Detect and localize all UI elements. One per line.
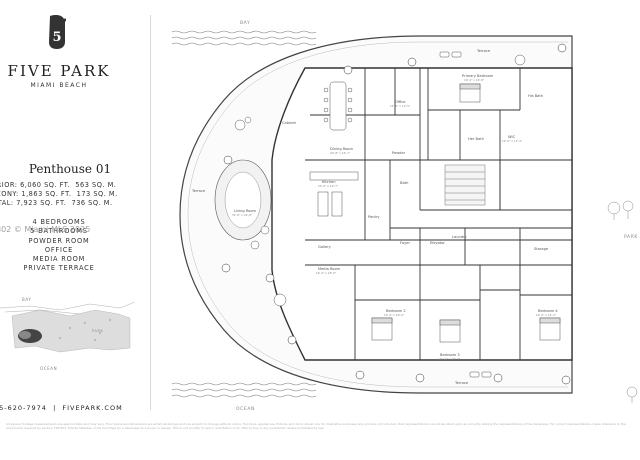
area-interior: ERIOR: 6,060 SQ. FT. 563 SQ. M. bbox=[0, 181, 117, 189]
bay-label: BAY bbox=[240, 20, 250, 26]
feature-powder-room: POWDER ROOM bbox=[28, 237, 90, 245]
living-room-dims: 31'-0" x 22'-8" bbox=[232, 213, 253, 217]
ocean-waves bbox=[171, 382, 317, 398]
site-key-map: BAY PARK OCEAN bbox=[0, 297, 136, 371]
office-dims: 14'-0" x 13'-5" bbox=[390, 104, 411, 108]
elevator-label: Elevator bbox=[430, 241, 445, 245]
dining-room-label: Dining Room bbox=[330, 147, 353, 151]
pantry-label: Pantry bbox=[368, 215, 380, 219]
contact-info: 05-620-7974 | FIVEPARK.COM bbox=[0, 404, 123, 412]
phone-number: 05-620-7974 bbox=[0, 404, 47, 412]
primary-bedroom-label: Primary Bedroom bbox=[462, 74, 494, 78]
area-total: OTAL: 7,923 SQ. FT. 736 SQ. M. bbox=[0, 199, 113, 207]
kitchen-dims: 23'-0" x 16'-7" bbox=[318, 184, 339, 188]
feature-private-terrace: PRIVATE TERRACE bbox=[23, 264, 95, 272]
park-label: PARK bbox=[624, 234, 638, 240]
media-room-dims: 16'-4" x 18'-0" bbox=[316, 271, 337, 275]
room-partitions bbox=[305, 68, 572, 360]
unit-info-panel: 5 FIVE PARK MIAMI BEACH Penthouse 01 ERI… bbox=[0, 0, 150, 460]
living-room-label: Living Room bbox=[234, 209, 257, 213]
map-park-label: PARK bbox=[92, 329, 104, 333]
park-trees bbox=[607, 200, 638, 403]
office-label: Office bbox=[395, 100, 406, 104]
bay-waves bbox=[171, 30, 317, 46]
laundry-label: Laundry bbox=[452, 235, 468, 239]
foyer-label: Foyer bbox=[400, 241, 410, 245]
legal-disclaimer: All square footage measurements are appr… bbox=[6, 422, 626, 430]
stairs bbox=[444, 164, 486, 206]
primary-bedroom-dims: 19'-2" x 16'-8" bbox=[464, 78, 485, 82]
dining-table bbox=[323, 81, 353, 131]
terrace-top-label: Terrace bbox=[476, 49, 491, 53]
powder-label: Powder bbox=[392, 151, 406, 155]
feature-bathrooms: 5 BATHROOMS bbox=[30, 227, 88, 235]
svg-text:5: 5 bbox=[52, 30, 61, 45]
website: FIVEPARK.COM bbox=[62, 404, 123, 412]
bedroom-4-dims: 14'-0" x 15'-3" bbox=[536, 313, 557, 317]
kitchen-label: Kitchen bbox=[322, 180, 336, 184]
map-bay-label: BAY bbox=[22, 297, 31, 302]
bath-label: Bath bbox=[400, 181, 408, 185]
feature-media-room: MEDIA ROOM bbox=[32, 255, 86, 263]
brand-location: MIAMI BEACH bbox=[30, 82, 88, 89]
area-balcony: LCONY: 1,863 SQ. FT. 173 SQ. M. bbox=[0, 190, 118, 198]
wic-dims: 14'-0" x 13'-4" bbox=[502, 139, 523, 143]
bedroom-3-label: Bedroom 3 bbox=[440, 353, 460, 357]
bedroom-4-label: Bedroom 4 bbox=[538, 309, 558, 313]
dining-room-dims: 20'-8" x 16'-7" bbox=[330, 151, 351, 155]
map-ocean-label: OCEAN bbox=[40, 366, 57, 371]
feature-bedrooms: 4 BEDROOMS bbox=[32, 218, 86, 226]
bedroom-2-label: Bedroom 2 bbox=[386, 309, 406, 313]
terrace-bottom-label: Terrace bbox=[454, 381, 469, 385]
media-room-label: Media Room bbox=[318, 267, 341, 271]
storage-label: Storage bbox=[534, 247, 549, 251]
bedroom-3-dims: 13'-11" x 16'-0" bbox=[438, 357, 461, 361]
her-bath-label: Her Bath bbox=[468, 137, 484, 141]
kitchen-island bbox=[309, 171, 359, 217]
wic-label: WIC bbox=[508, 135, 516, 139]
floor-plan: BAY OCEAN PARK bbox=[171, 20, 638, 412]
terrace-left-label: Terrace bbox=[191, 189, 206, 193]
elephant-five-logo-icon: 5 bbox=[49, 15, 67, 49]
living-room-seating bbox=[214, 159, 272, 250]
feature-office: OFFICE bbox=[44, 246, 74, 254]
unit-title: Penthouse 01 bbox=[28, 162, 112, 176]
beds bbox=[371, 83, 561, 343]
cabinet-label: Cabinet bbox=[282, 121, 296, 125]
plants bbox=[221, 43, 571, 385]
interior-walls bbox=[271, 67, 573, 361]
mls-watermark: 802 © Miami MLS 2025 bbox=[0, 225, 91, 234]
panel-divider bbox=[150, 15, 151, 410]
bedroom-2-dims: 14'-0" x 16'-0" bbox=[384, 313, 405, 317]
ocean-label: OCEAN bbox=[236, 406, 255, 412]
brand-name: FIVE PARK bbox=[7, 62, 111, 80]
his-bath-label: His Bath bbox=[528, 94, 543, 98]
terrace-furniture bbox=[234, 51, 526, 378]
gallery-label: Gallery bbox=[318, 245, 332, 249]
